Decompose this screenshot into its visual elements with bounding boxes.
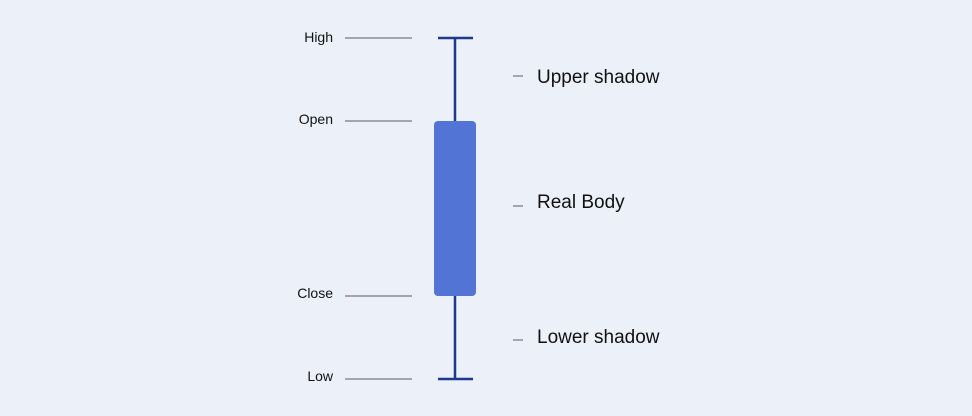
- label-open: Open: [299, 111, 333, 127]
- label-close: Close: [297, 285, 333, 301]
- label-upper-shadow: Upper shadow: [537, 67, 660, 88]
- label-low: Low: [307, 368, 334, 384]
- label-high: High: [304, 29, 333, 45]
- candle-body: [434, 121, 476, 296]
- label-real-body: Real Body: [537, 192, 625, 213]
- label-lower-shadow: Lower shadow: [537, 327, 660, 348]
